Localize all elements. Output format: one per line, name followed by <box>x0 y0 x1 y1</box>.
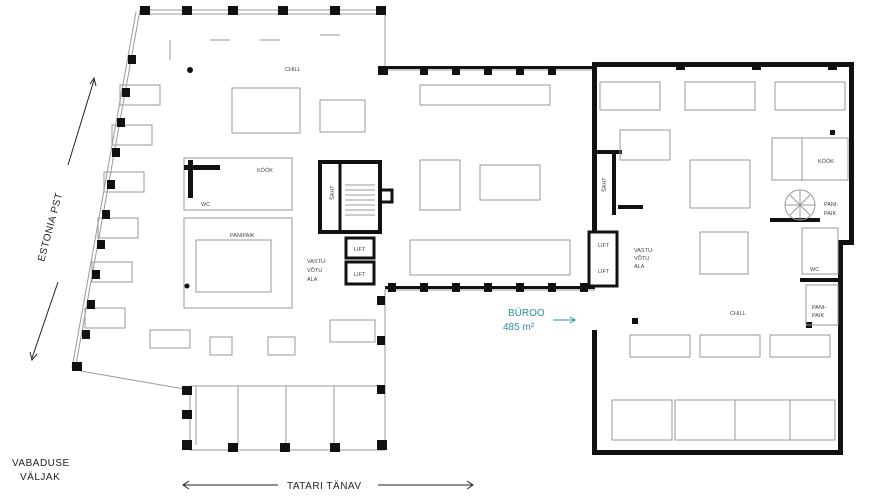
street-arrow-upper <box>67 79 95 166</box>
arrow-down-icon <box>29 351 38 362</box>
room-wc-left: WC <box>201 202 210 208</box>
room-panipaik-right-2a: PANI- <box>812 305 826 311</box>
room-panipaik-left: PANIPAIK <box>230 233 255 239</box>
room-kook-left: KÖÖK <box>257 167 273 174</box>
room-saht-left: ŠAHT <box>329 185 336 200</box>
room-kook-right: KÖÖK <box>818 158 834 165</box>
room-labels: CHILL KÖÖK WC PANIPAIK VASTU- VÕTU ALA L… <box>201 67 838 319</box>
room-lift-right-2: LIFT <box>598 269 610 275</box>
room-vastuvotu-left-1: VASTU- <box>307 259 327 265</box>
street-left: ESTONIA PST <box>29 76 97 362</box>
arrow-left-icon <box>182 480 190 490</box>
connector-furniture <box>409 84 571 276</box>
connector-walls <box>385 66 595 292</box>
central-core <box>318 160 394 286</box>
room-lift-right-1: LIFT <box>598 243 610 249</box>
corner-line-2: VÄLJAK <box>20 471 60 483</box>
office-area: 485 m² <box>503 322 535 333</box>
corner-line-1: VABADUSE <box>12 458 70 469</box>
arrow-right-icon <box>466 480 474 490</box>
room-vastuvotu-right-1: VASTU- <box>634 248 654 254</box>
room-lift-left-2: LIFT <box>354 272 366 278</box>
room-vastuvotu-left-3: ALA <box>307 277 318 283</box>
room-chill-left: CHILL <box>285 67 301 73</box>
room-wc-right: WC <box>810 267 819 273</box>
office-name: BÜROO <box>508 307 545 319</box>
street-arrow-lower <box>31 281 59 359</box>
street-estonia: ESTONIA PST <box>36 191 65 262</box>
room-saht-right: ŠAHT <box>601 177 608 192</box>
room-chill-right: CHILL <box>730 311 746 317</box>
arrow-up-icon <box>89 76 97 87</box>
office-callout: BÜROO 485 m² <box>503 307 576 333</box>
room-vastuvotu-left-2: VÕTU <box>307 267 322 274</box>
room-vastuvotu-right-2: VÕTU <box>634 255 649 262</box>
left-columns <box>72 6 388 452</box>
street-corner: VABADUSE VÄLJAK <box>12 458 70 483</box>
right-wing-rooms <box>599 81 849 441</box>
room-lift-left-1: LIFT <box>354 247 366 253</box>
room-vastuvotu-right-3: ALA <box>634 264 645 270</box>
right-wing-walls <box>587 62 854 455</box>
room-panipaik-right-2b: PAIK <box>812 313 824 319</box>
street-tatari: TATARI TÄNAV <box>287 480 362 492</box>
room-panipaik-right-1b: PAIK <box>824 211 836 217</box>
office-arrow-head <box>569 316 576 324</box>
room-panipaik-right-1a: PANI- <box>824 202 838 208</box>
street-bottom: TATARI TÄNAV <box>182 480 474 492</box>
